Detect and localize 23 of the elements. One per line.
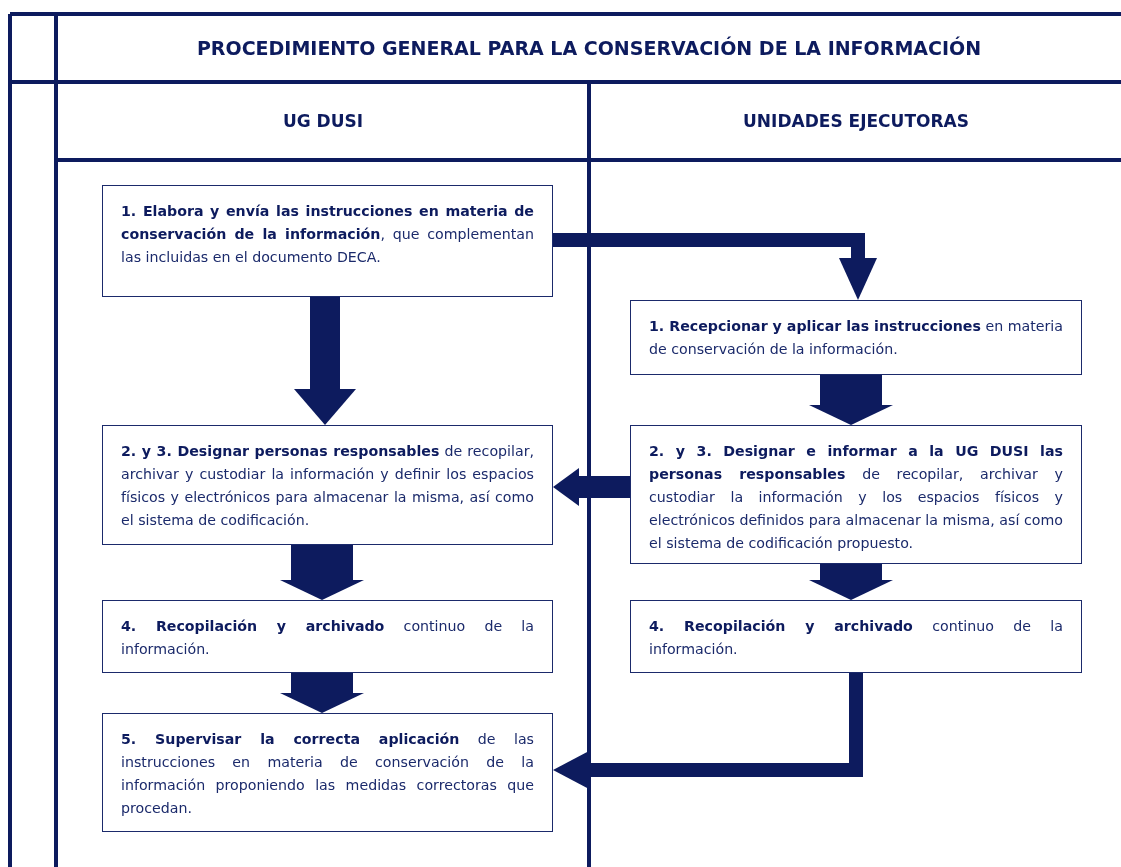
process-box <box>102 600 553 673</box>
step-text: 2. y 3. Designar e informar a la UG DUSI las personas responsables de recopilar, archivar y custodiar la información y los espacios físicos y electrónicos definidos para almacenar la misma, así como el sistema de codificación propuesto. <box>649 442 1063 553</box>
diagram-title: PROCEDIMIENTO GENERAL PARA LA CONSERVACIÓN DE LA INFORMACIÓN <box>196 37 982 59</box>
lane-header: UG DUSI <box>282 111 364 131</box>
block-arrow <box>809 564 893 600</box>
block-arrow <box>280 673 364 713</box>
step-text: 1. Elabora y envía las instrucciones en materia de conservación de la información, que complementan las incluidas en el documento DECA. <box>121 202 534 267</box>
step-text: 2. y 3. Designar personas responsables de recopilar, archivar y custodiar la información y definir los espacios físicos y electrónicos para almacenar la misma, así como el sistema de codificación. <box>121 442 534 530</box>
step-text: 4. Recopilación y archivado continuo de la información. <box>649 617 1063 659</box>
step-text: 5. Supervisar la correcta aplicación de las instrucciones en materia de conservación de la información proponiendo las medidas correctoras que procedan. <box>121 730 534 818</box>
process-box <box>102 425 553 545</box>
process-box <box>630 600 1082 673</box>
process-box <box>630 425 1082 564</box>
step-text: 1. Recepcionar y aplicar las instrucciones en materia de conservación de la información. <box>649 317 1063 359</box>
block-arrow <box>294 297 356 425</box>
lane-header: UNIDADES EJECUTORAS <box>743 111 969 131</box>
process-box <box>102 713 553 832</box>
process-box <box>102 185 553 297</box>
step-text: 4. Recopilación y archivado continuo de la información. <box>121 617 534 659</box>
block-arrow <box>280 545 364 600</box>
block-arrow <box>809 375 893 425</box>
process-box <box>630 300 1082 375</box>
block-arrow <box>553 468 630 506</box>
